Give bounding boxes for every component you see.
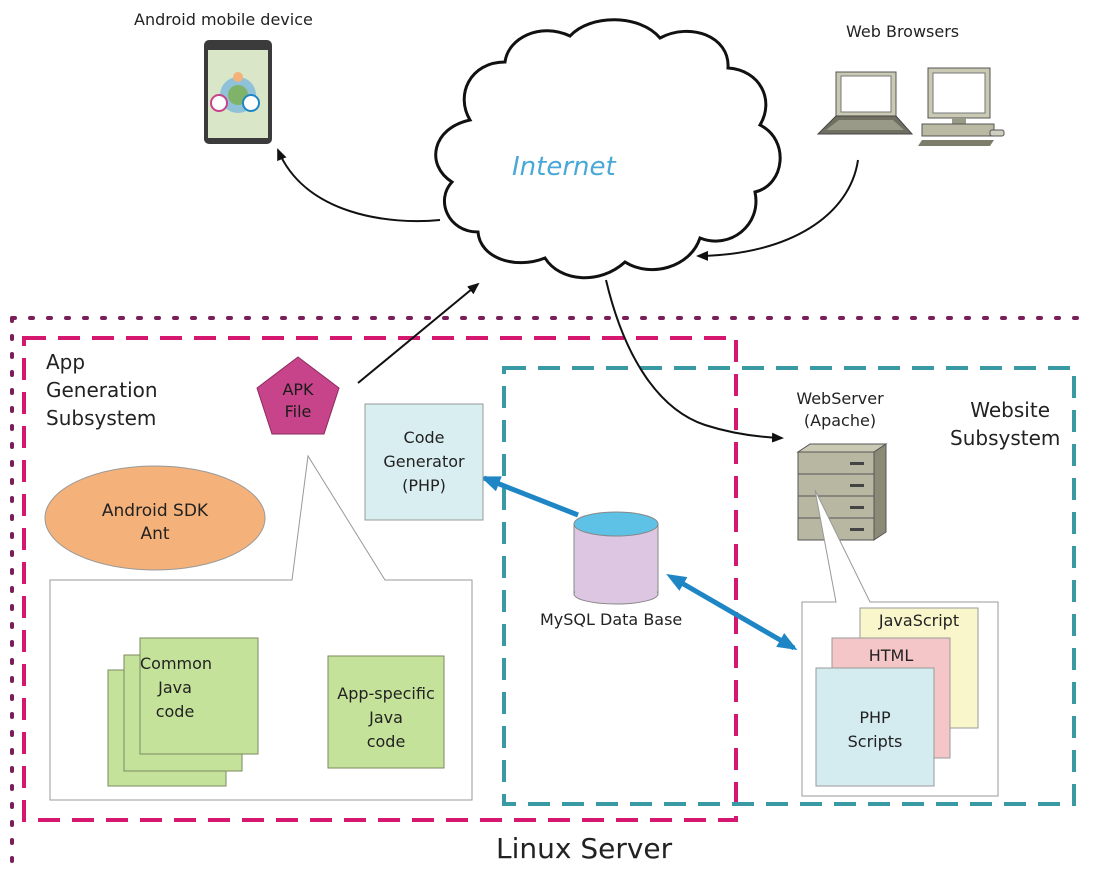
code-generator-line3: (PHP) bbox=[402, 476, 446, 495]
arrow-browsers-to-internet bbox=[696, 159, 859, 261]
website-subsystem-line1: Website bbox=[970, 398, 1050, 422]
webserver-label: WebServer (Apache) bbox=[790, 388, 890, 432]
code-generator-label: Code Generator (PHP) bbox=[365, 426, 483, 498]
android-sdk-line2: Ant bbox=[140, 524, 170, 544]
arrow-apk-to-internet bbox=[357, 282, 480, 384]
common-java-code-label: Common Java code bbox=[140, 652, 213, 724]
common-java-line3: code bbox=[155, 702, 195, 721]
app-subsystem-title-line1: App bbox=[46, 350, 86, 374]
android-sdk-ellipse bbox=[44, 465, 266, 571]
app-subsystem-title: App Generation Subsystem bbox=[46, 348, 158, 432]
code-generator-box bbox=[364, 403, 484, 521]
webserver-line2: (Apache) bbox=[803, 411, 877, 430]
app-specific-java-code-box bbox=[327, 655, 445, 769]
laptop-icon bbox=[816, 71, 914, 135]
code-generator-line1: Code bbox=[403, 428, 445, 447]
code-generator-line2: Generator bbox=[383, 452, 465, 471]
app-specific-line2: Java bbox=[369, 708, 403, 727]
arrow-db-webfiles bbox=[666, 573, 798, 651]
app-specific-java-code-label: App-specific Java code bbox=[328, 682, 444, 754]
apk-label-line2: File bbox=[284, 402, 312, 421]
common-java-code-stack bbox=[107, 637, 259, 787]
webserver-line1: WebServer bbox=[796, 389, 884, 408]
html-label: HTML bbox=[868, 646, 914, 665]
website-subsystem-boundary bbox=[502, 366, 1076, 806]
app-subsystem-title-line2: Generation bbox=[46, 378, 158, 402]
website-subsystem-title: Website Subsystem bbox=[950, 396, 1061, 452]
desktop-computer-icon bbox=[918, 67, 1005, 146]
php-page bbox=[815, 667, 935, 787]
app-specific-line1: App-specific bbox=[337, 684, 435, 703]
android-device-label: Android mobile device bbox=[134, 10, 313, 29]
arrow-db-to-codegen bbox=[480, 475, 579, 518]
common-java-line2: Java bbox=[158, 678, 192, 697]
apk-label-line1: APK bbox=[282, 380, 314, 399]
mysql-database-icon bbox=[573, 511, 659, 605]
php-scripts-label: PHP Scripts bbox=[816, 706, 934, 754]
javascript-label: JavaScript bbox=[878, 611, 960, 630]
common-java-line1: Common bbox=[140, 654, 213, 673]
android-phone-icon bbox=[204, 40, 272, 144]
apk-file-shape bbox=[256, 356, 340, 435]
apk-file-label: APK File bbox=[262, 379, 334, 423]
android-sdk-label: Android SDK Ant bbox=[60, 500, 250, 546]
internet-cloud bbox=[434, 18, 782, 280]
mysql-database-label: MySQL Data Base bbox=[540, 610, 683, 629]
linux-server-label: Linux Server bbox=[496, 832, 673, 865]
internet-label: Internet bbox=[512, 152, 616, 182]
arrow-internet-to-webserver bbox=[605, 279, 784, 443]
app-specific-line3: code bbox=[366, 732, 406, 751]
php-line2: Scripts bbox=[847, 732, 903, 751]
website-subsystem-line2: Subsystem bbox=[950, 426, 1061, 450]
app-subsystem-title-line3: Subsystem bbox=[46, 406, 157, 430]
android-sdk-line1: Android SDK bbox=[101, 501, 209, 521]
webserver-rack-icon bbox=[796, 443, 888, 541]
web-browsers-label: Web Browsers bbox=[846, 22, 960, 41]
linux-server-boundary bbox=[10, 316, 1094, 868]
arrow-internet-to-android bbox=[277, 148, 441, 223]
php-line1: PHP bbox=[859, 708, 891, 727]
